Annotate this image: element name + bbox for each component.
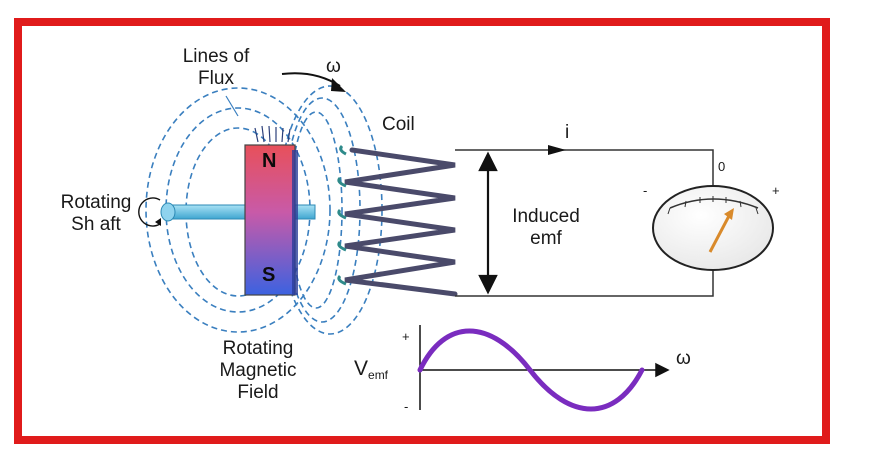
induced-emf-label: Induced emf [494, 206, 598, 250]
meter-minus-label: - [643, 183, 648, 198]
wave-minus-label: - [404, 399, 409, 414]
galvanometer [652, 185, 774, 271]
rotating-field-line-3: Field [237, 382, 279, 403]
lines-of-flux-line-2: Flux [198, 68, 234, 89]
north-pole-label: N [262, 150, 277, 172]
rotating-shaft-line-2: Sh aft [71, 214, 121, 235]
meter-needle [708, 213, 732, 253]
south-pole-label: S [262, 264, 276, 286]
coil [344, 147, 458, 297]
induced-emf-line-2: emf [530, 228, 562, 249]
wave-plus-label: + [402, 329, 410, 344]
rotating-shaft-label: Rotating Sh aft [44, 192, 148, 236]
flux-hatch [254, 125, 291, 143]
sine-wave [417, 328, 645, 412]
current-arrow [548, 145, 566, 155]
v-emf-label: Vemf [354, 358, 388, 386]
rotating-shaft-line-1: Rotating [60, 192, 132, 213]
lines-of-flux-line-1: Lines of [182, 46, 250, 67]
induced-emf-arrow [478, 151, 498, 295]
omega-axis-label: ω [676, 348, 691, 369]
meter-plus-label: + [772, 183, 780, 198]
coil-label: Coil [382, 114, 415, 135]
coil-wraps [337, 144, 347, 286]
rotation-arrowhead [331, 78, 346, 92]
magnet [244, 144, 298, 296]
current-label: i [565, 122, 570, 143]
red-border [14, 18, 830, 444]
lines-of-flux-label: Lines of Flux [168, 46, 264, 90]
rotating-field-line-1: Rotating [222, 338, 294, 359]
v-emf-main: V [354, 357, 369, 380]
omega-top-label: ω [326, 56, 341, 77]
induced-emf-line-1: Induced [512, 206, 580, 227]
rotating-field-line-2: Magnetic [219, 360, 297, 381]
v-emf-subscript: emf [368, 368, 389, 382]
flux-pointer [225, 95, 239, 117]
circuit-wires [455, 149, 714, 297]
waveform-axes [419, 325, 670, 410]
meter-zero-label: 0 [718, 159, 726, 174]
rotating-field-label: Rotating Magnetic Field [198, 338, 318, 404]
